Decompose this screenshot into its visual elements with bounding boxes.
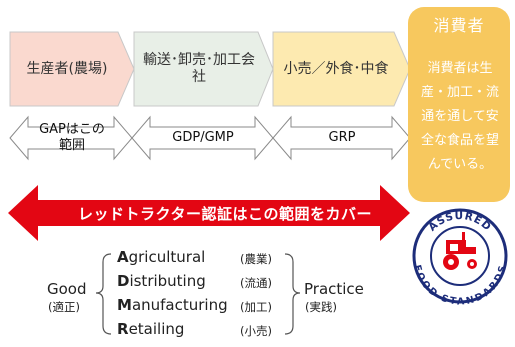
stage-retail-shape [272, 31, 411, 107]
practice-ja-label: (実践) [305, 300, 337, 314]
term-retailing-ja: (小売) [240, 324, 272, 338]
term-initial: M [117, 296, 132, 314]
term-rest: etailing [128, 320, 185, 338]
consumer-title: 消費者 [433, 16, 485, 35]
term-rest: gricultural [128, 248, 206, 266]
scope-gap-label: GAPはこの範囲 [39, 122, 105, 153]
term-initial: A [117, 248, 129, 266]
term-agricultural: Agricultural [117, 248, 205, 266]
consumer-text: 消費者は生産・加工・流通を通して安全な食品を望んでいる。 [420, 61, 499, 172]
term-manufacturing-ja: (加工) [240, 300, 272, 314]
term-rest: istributing [129, 272, 206, 290]
stage-retail-label: 小売／外食･中食 [283, 60, 389, 77]
term-initial: R [117, 320, 129, 338]
consumer-box [408, 7, 510, 202]
stage-producer-shape [9, 31, 135, 107]
term-initial: D [117, 272, 130, 290]
term-manufacturing: Manufacturing [117, 296, 228, 314]
left-brace [95, 253, 112, 335]
good-ja-label: (適正) [48, 300, 80, 314]
term-agricultural-ja: (農業) [240, 252, 272, 266]
practice-label: Practice [304, 280, 364, 298]
scope-grp-label: GRP [328, 130, 356, 145]
term-distributing-ja: (流通) [240, 276, 272, 290]
term-retailing: Retailing [117, 320, 184, 338]
term-rest: anufacturing [131, 296, 228, 314]
stage-producer-label: 生産者(農場) [26, 60, 108, 77]
stage-distribution-shape [133, 31, 274, 107]
stage-distribution-label: 輸送･卸売･加工会社 [143, 52, 255, 85]
red-tractor-arrow [8, 185, 410, 241]
red-tractor-banner-text: レッドトラクター認証はこの範囲をカバー [78, 204, 372, 223]
scope-gdp-gmp-label: GDP/GMP [172, 130, 234, 145]
good-label: Good [47, 280, 87, 298]
right-brace [284, 253, 301, 335]
term-distributing: Distributing [117, 272, 206, 290]
